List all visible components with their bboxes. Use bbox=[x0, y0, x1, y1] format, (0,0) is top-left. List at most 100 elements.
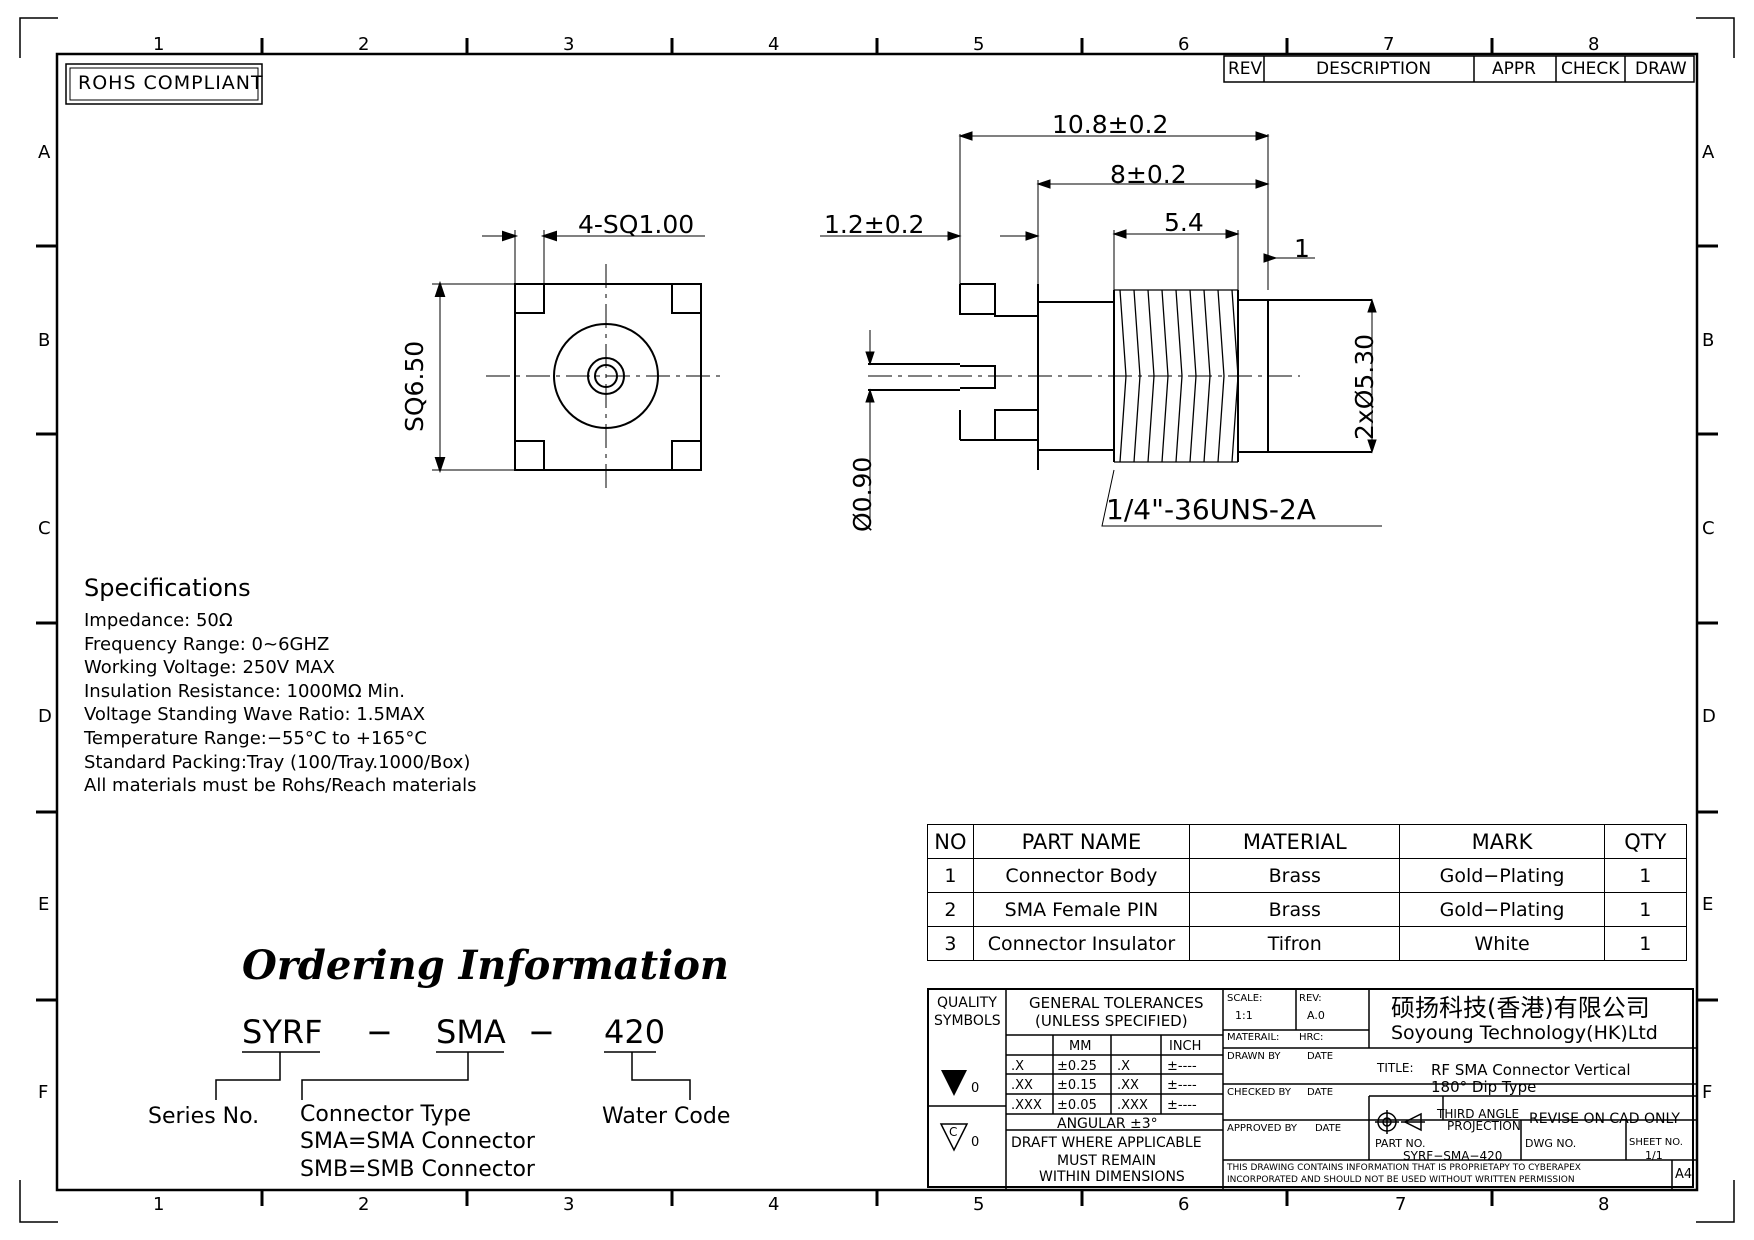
row-label: C bbox=[38, 518, 51, 539]
check-header: CHECK bbox=[1561, 59, 1620, 79]
description-header: DESCRIPTION bbox=[1316, 59, 1432, 79]
header-part-name: PART NAME bbox=[972, 824, 1191, 859]
row-label: F bbox=[1702, 1082, 1713, 1103]
code-type: SMA bbox=[436, 1013, 506, 1051]
scale-label: SCALE: bbox=[1227, 993, 1263, 1004]
cell-material: Tifron bbox=[1189, 926, 1401, 961]
row-label: D bbox=[1702, 706, 1716, 727]
flange-dimension: 1.2±0.2 bbox=[824, 210, 925, 239]
surface-value: 0 bbox=[971, 1135, 980, 1150]
thread-spec: 1/4"-36UNS-2A bbox=[1106, 493, 1316, 526]
row-label: B bbox=[1702, 330, 1715, 351]
header-no: NO bbox=[927, 824, 974, 859]
col-label: 8 bbox=[1598, 1194, 1610, 1215]
projection-line-2: PROJECTION bbox=[1447, 1119, 1521, 1133]
cell-mark: Gold−Plating bbox=[1399, 858, 1605, 893]
row-label: D bbox=[38, 706, 52, 727]
tol-cell: ±---- bbox=[1167, 1059, 1197, 1074]
projection-line-1: THIRD ANGLE bbox=[1437, 1107, 1520, 1121]
connector-type-label: Connector Type bbox=[300, 1102, 471, 1127]
col-label: 7 bbox=[1383, 34, 1395, 55]
angular-tolerance: ANGULAR ±3° bbox=[1057, 1116, 1158, 1132]
col-label: 2 bbox=[358, 1194, 370, 1215]
rev-label: REV: bbox=[1299, 993, 1322, 1004]
mm-label: MM bbox=[1069, 1039, 1092, 1054]
drawn-by-label: DRAWN BY bbox=[1227, 1051, 1281, 1062]
col-label: 5 bbox=[973, 34, 985, 55]
spec-line: Frequency Range: 0~6GHZ bbox=[84, 634, 330, 655]
row-label: C bbox=[1702, 518, 1715, 539]
company-name-cn: 硕扬科技(香港)有限公司 bbox=[1391, 994, 1650, 1022]
code-dash: − bbox=[528, 1013, 555, 1051]
water-code-label: Water Code bbox=[602, 1104, 731, 1129]
rev-header: REV bbox=[1228, 59, 1263, 79]
inch-label: INCH bbox=[1169, 1039, 1202, 1054]
cell-mark: Gold−Plating bbox=[1399, 892, 1605, 927]
col-label: 5 bbox=[973, 1194, 985, 1215]
sheet-size: A4 bbox=[1675, 1167, 1693, 1182]
surface-letter: C bbox=[949, 1125, 958, 1139]
draft-note-2: MUST REMAIN bbox=[1057, 1153, 1157, 1169]
scale-value: 1:1 bbox=[1235, 1009, 1253, 1022]
tol-cell: .X bbox=[1117, 1059, 1131, 1074]
col-label: 3 bbox=[563, 1194, 575, 1215]
tol-cell: .X bbox=[1011, 1059, 1025, 1074]
specs-heading: Specifications bbox=[84, 574, 251, 602]
parts-header-row: NO PART NAME MATERIAL MARK QTY bbox=[927, 824, 1688, 859]
parts-table: NO PART NAME MATERIAL MARK QTY 1 Connect… bbox=[927, 824, 1688, 961]
tol-cell: .XXX bbox=[1011, 1098, 1042, 1113]
spec-line: Insulation Resistance: 1000MΩ Min. bbox=[84, 681, 405, 702]
tol-cell: ±---- bbox=[1167, 1098, 1197, 1113]
date-label: DATE bbox=[1315, 1123, 1342, 1134]
company-name-en: Soyoung Technology(HK)Ltd bbox=[1391, 1022, 1658, 1044]
col-label: 7 bbox=[1395, 1194, 1407, 1215]
overall-length-dimension: 10.8±0.2 bbox=[1052, 110, 1169, 139]
square-dimension: SQ6.50 bbox=[400, 340, 429, 432]
thread-length-dimension: 5.4 bbox=[1164, 208, 1204, 237]
tol-cell: .XX bbox=[1011, 1078, 1033, 1093]
corner-marks bbox=[19, 17, 1735, 1223]
zone-ticks bbox=[36, 38, 1718, 1206]
cell-material: Brass bbox=[1189, 858, 1401, 893]
hrc-label: HRC: bbox=[1299, 1032, 1324, 1043]
front-view bbox=[432, 230, 720, 490]
material-label: MATERAIL: bbox=[1227, 1032, 1280, 1043]
title-block: QUALITY SYMBOLS 0 C 0 GENERAL TOLERANCES… bbox=[927, 988, 1696, 1190]
row-label: E bbox=[1702, 894, 1714, 915]
col-label: 4 bbox=[768, 34, 780, 55]
tol-cell: ±---- bbox=[1167, 1078, 1197, 1093]
sheet-no-value: 1/1 bbox=[1645, 1149, 1663, 1162]
col-label: 6 bbox=[1178, 34, 1190, 55]
step-dimension: 1 bbox=[1294, 234, 1310, 263]
spec-line: Temperature Range:−55°C to +165°C bbox=[84, 728, 427, 749]
proprietary-notice-1: THIS DRAWING CONTAINS INFORMATION THAT I… bbox=[1227, 1163, 1581, 1173]
finish-value: 0 bbox=[971, 1081, 980, 1096]
date-label: DATE bbox=[1307, 1051, 1334, 1062]
surface-symbol-icon bbox=[939, 1123, 969, 1152]
row-label: B bbox=[38, 330, 51, 351]
quality-label: QUALITY bbox=[937, 995, 997, 1011]
cell-qty: 1 bbox=[1603, 892, 1688, 927]
cell-name: Connector Insulator bbox=[972, 926, 1191, 961]
general-tolerances: GENERAL TOLERANCES bbox=[1029, 994, 1204, 1012]
tol-cell: .XX bbox=[1117, 1078, 1139, 1093]
revise-note: REVISE ON CAD ONLY bbox=[1529, 1111, 1680, 1127]
code-water: 420 bbox=[604, 1013, 666, 1051]
sheet-no-label: SHEET NO. bbox=[1629, 1137, 1683, 1148]
table-row: 1 Connector Body Brass Gold−Plating 1 bbox=[927, 858, 1688, 893]
cell-qty: 1 bbox=[1603, 926, 1688, 961]
cell-qty: 1 bbox=[1603, 858, 1688, 893]
col-label: 3 bbox=[563, 34, 575, 55]
cell-name: SMA Female PIN bbox=[972, 892, 1191, 927]
tol-cell: ±0.15 bbox=[1057, 1078, 1097, 1093]
ordering-connectors bbox=[215, 1051, 691, 1100]
row-label: A bbox=[1702, 142, 1715, 163]
row-label: A bbox=[38, 142, 51, 163]
rev-block-lines bbox=[1223, 55, 1695, 83]
part-no-label: PART NO. bbox=[1375, 1137, 1426, 1150]
body-length-dimension: 8±0.2 bbox=[1110, 160, 1187, 189]
draft-note-1: DRAFT WHERE APPLICABLE bbox=[1011, 1135, 1202, 1151]
drawing-title-2: 180° Dip Type bbox=[1431, 1078, 1537, 1096]
tol-cell: ±0.25 bbox=[1057, 1059, 1097, 1074]
title-block-grid bbox=[929, 990, 1696, 1190]
